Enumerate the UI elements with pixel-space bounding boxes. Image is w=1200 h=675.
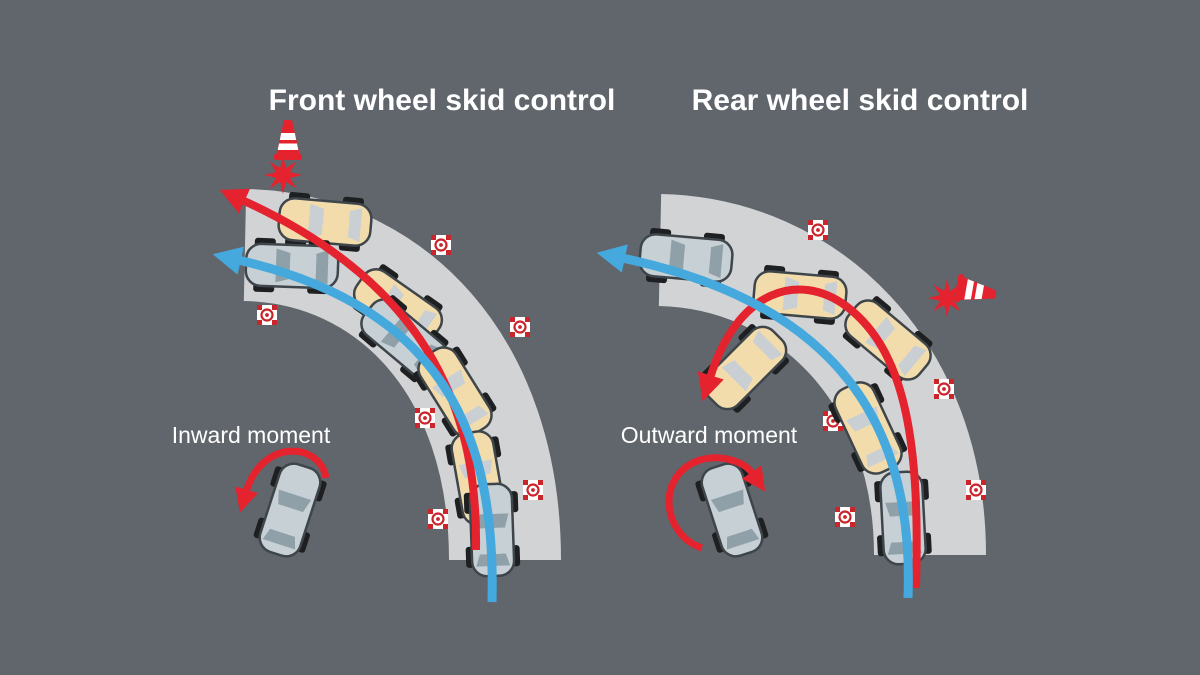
sensor-icon	[429, 233, 453, 257]
sensor-icon	[806, 218, 830, 242]
sensor-icon	[508, 315, 532, 339]
controlled-path-arrow	[212, 246, 497, 603]
front-panel-title: Front wheel skid control	[269, 84, 616, 117]
sensor-icon	[833, 505, 857, 529]
sensor-icon	[964, 478, 988, 502]
skid-path-arrow	[697, 285, 921, 589]
inward-moment-arrow	[235, 447, 330, 513]
skid-path-arrow	[219, 188, 481, 551]
sensor-icon	[255, 303, 279, 327]
inward-moment-label: Inward moment	[172, 422, 331, 448]
outward-moment-label: Outward moment	[621, 422, 798, 448]
outward-moment-arrow	[665, 454, 766, 552]
rear-panel: Outward moment	[596, 194, 999, 599]
rear-panel-title: Rear wheel skid control	[692, 84, 1029, 117]
sensor-icon	[932, 377, 956, 401]
sensor-icon	[413, 406, 437, 430]
sensor-icon	[426, 507, 450, 531]
front-panel: Inward moment	[172, 120, 561, 603]
sensor-icon	[521, 478, 545, 502]
impact-star-icon	[264, 156, 302, 194]
controlled-path-arrow	[596, 244, 913, 599]
